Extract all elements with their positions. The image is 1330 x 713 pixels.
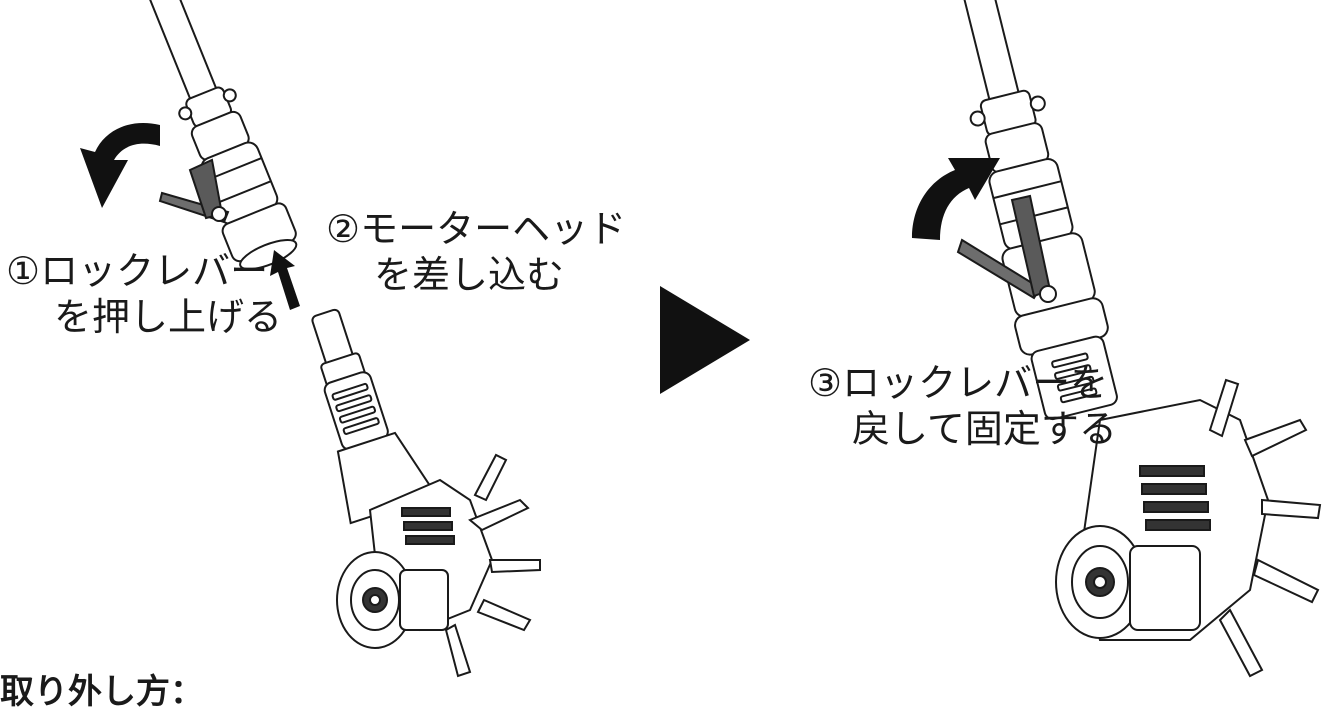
lock-lever-raised: [158, 158, 230, 224]
insert-up-arrow-icon: [270, 250, 300, 310]
step-3-line1: ③ロックレバーを: [808, 361, 1109, 405]
step-2-line1: ②モーターヘッド: [326, 207, 627, 251]
rotate-cw-arrow-icon: [912, 158, 1000, 240]
step-1-line1: ①ロックレバー: [6, 249, 269, 293]
assembled-tiller-right: [962, 0, 1322, 678]
rotate-ccw-arrow-icon: [80, 123, 160, 208]
step-2-line2: を差し込む: [374, 253, 565, 297]
motor-head-left: [311, 308, 541, 678]
next-step-triangle-icon: [660, 286, 750, 394]
step-2-label: ②モーターヘッド を差し込む: [326, 206, 626, 298]
step-3-line2: 戻して固定する: [852, 407, 1117, 451]
lock-lever-closed: [956, 194, 1057, 303]
upper-shaft-left: [148, 0, 298, 271]
assembly-diagram: [80, 0, 1322, 678]
step-1-line2: を押し上げる: [54, 295, 283, 339]
step-1-label: ①ロックレバー を押し上げる: [6, 248, 282, 340]
step-3-label: ③ロックレバーを 戻して固定する: [808, 360, 1117, 452]
